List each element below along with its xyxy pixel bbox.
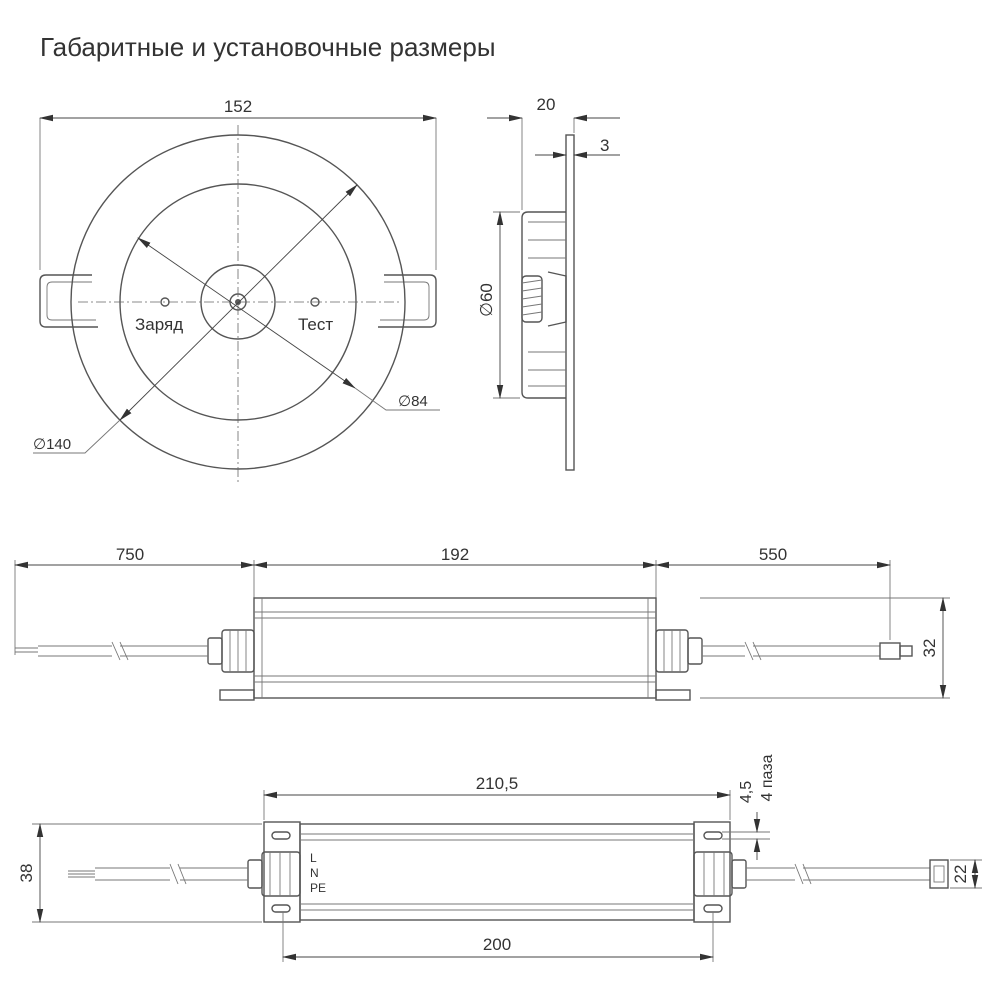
right-mount-clip	[378, 274, 437, 328]
dim-right-cable-label: 550	[759, 545, 787, 564]
charge-label: Заряд	[135, 315, 183, 334]
terminal-label-l: L	[310, 851, 317, 865]
side-view	[487, 114, 620, 471]
dim-connector-label: 22	[951, 865, 970, 884]
right-mount-plate	[693, 821, 731, 923]
dim-mount-spacing-label: 200	[483, 935, 511, 954]
dim-left-cable-label: 750	[116, 545, 144, 564]
page-title: Габаритные и установочные размеры	[40, 32, 496, 62]
plan-right-gland	[693, 851, 733, 897]
dim-line-84	[137, 237, 356, 389]
dim-depth-label: 20	[537, 95, 556, 114]
dim-height-label: 32	[920, 639, 939, 658]
top-view	[33, 114, 440, 485]
plan-left-gland	[261, 851, 301, 897]
dim-overall-length-label: 210,5	[476, 774, 519, 793]
plan-body	[299, 823, 695, 921]
driver-body	[253, 597, 657, 699]
dim-width-label: 152	[224, 97, 252, 116]
flange	[565, 134, 575, 471]
plan-right-connector	[929, 859, 949, 889]
dim-flange-label: 3	[600, 136, 609, 155]
dim-slot-width-label: 4,5	[738, 781, 755, 803]
dim-inner-diameter-label: ∅84	[398, 393, 428, 410]
test-label: Тест	[298, 315, 333, 334]
left-mount-clip	[39, 274, 98, 328]
plan-view	[32, 790, 982, 962]
terminal-label-n: N	[310, 866, 319, 880]
dim-slots-count-label: 4 паза	[759, 754, 776, 801]
dim-plan-width-label: 38	[17, 864, 36, 883]
left-mount-plate	[263, 821, 301, 923]
terminal-label-pe: PE	[310, 881, 326, 895]
right-connector	[879, 642, 901, 660]
dim-outer-diameter-label: ∅140	[33, 436, 71, 453]
dim-body-length-label: 192	[441, 545, 469, 564]
dim-body-diameter-label: ∅60	[477, 283, 496, 317]
front-view	[14, 560, 950, 701]
